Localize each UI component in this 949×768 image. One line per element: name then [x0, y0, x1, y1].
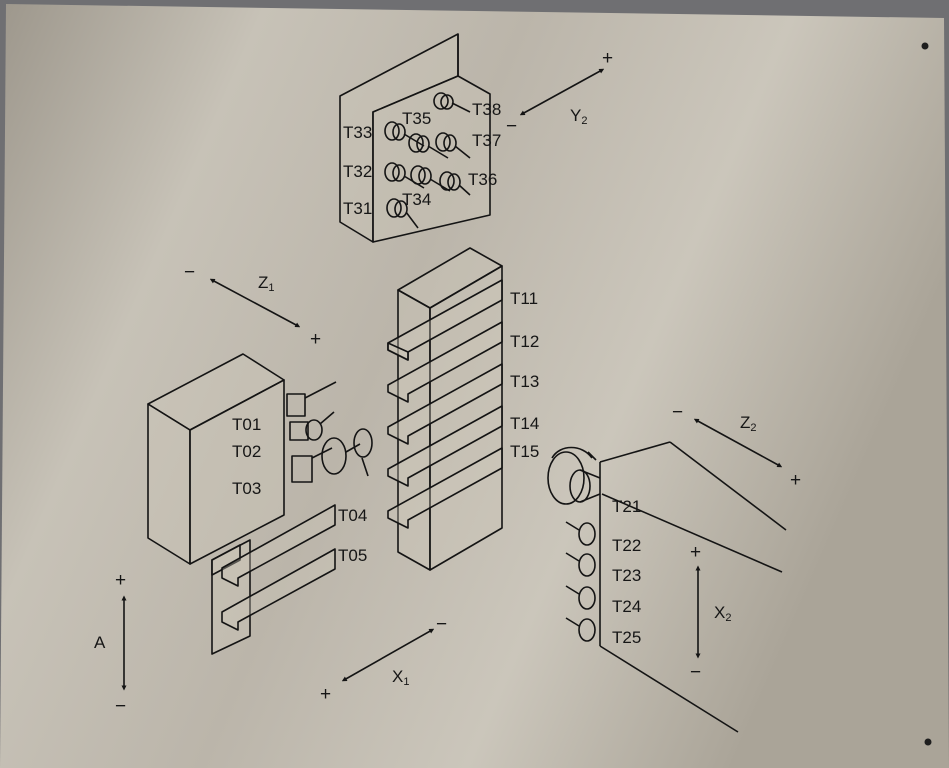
label-t01: T01 [232, 415, 261, 434]
label-t05: T05 [338, 546, 367, 565]
label-t12: T12 [510, 332, 539, 351]
center-tool-column: T11 T12 T13 T14 T15 [387, 247, 539, 571]
svg-text:Y2: Y2 [570, 106, 587, 127]
svg-text:Z2: Z2 [740, 413, 757, 434]
svg-text:X1: X1 [392, 667, 409, 688]
label-t02: T02 [232, 442, 261, 461]
label-t31: T31 [343, 199, 372, 218]
svg-text:−: − [672, 402, 683, 423]
label-t37: T37 [472, 131, 501, 150]
axis-z2: − + Z2 [672, 402, 801, 491]
svg-text:−: − [506, 116, 517, 137]
label-t13: T13 [510, 372, 539, 391]
left-tool-holders [286, 381, 373, 483]
svg-text:A: A [94, 633, 106, 652]
label-t14: T14 [510, 414, 539, 433]
label-t25: T25 [612, 628, 641, 647]
svg-text:+: + [790, 470, 801, 491]
svg-text:+: + [602, 48, 613, 69]
label-t34: T34 [402, 190, 431, 209]
mounting-hole-bottom-right [924, 738, 932, 746]
svg-text:−: − [690, 662, 701, 683]
svg-text:+: + [320, 684, 331, 705]
upper-tool-block: T38 T35 T33 T37 T32 T36 T34 T31 [339, 33, 501, 243]
svg-text:−: − [115, 696, 126, 717]
left-tool-block: T01 T02 T03 T04 T05 [147, 353, 373, 655]
label-t33: T33 [343, 123, 372, 142]
label-t04: T04 [338, 506, 367, 525]
right-tool-block: T21 T22 T23 T24 T25 [547, 441, 787, 733]
svg-text:−: − [184, 262, 195, 283]
right-tool-holders [565, 521, 596, 642]
axis-x1: − + X1 [320, 614, 447, 705]
svg-text:−: − [436, 614, 447, 635]
label-t36: T36 [468, 170, 497, 189]
upper-tool-holders [384, 92, 471, 229]
label-t24: T24 [612, 597, 641, 616]
label-t11: T11 [510, 289, 538, 308]
svg-text:+: + [690, 542, 701, 563]
label-t21: T21 [612, 497, 641, 516]
label-t35: T35 [402, 109, 431, 128]
axis-z1: − + Z1 [184, 262, 321, 350]
metal-plate [0, 4, 949, 768]
center-tool-bars [387, 279, 503, 529]
label-t32: T32 [343, 162, 372, 181]
axis-a: + − A [94, 570, 127, 717]
label-t03: T03 [232, 479, 261, 498]
mounting-hole-top-right [921, 42, 929, 50]
axis-x2: + − X2 [690, 542, 731, 683]
axis-y2: + − Y2 [506, 48, 613, 137]
svg-text:Z1: Z1 [258, 273, 275, 294]
svg-text:X2: X2 [714, 603, 731, 624]
svg-text:+: + [310, 329, 321, 350]
right-spindle [547, 446, 601, 505]
label-t38: T38 [472, 100, 501, 119]
svg-text:+: + [115, 570, 126, 591]
label-t23: T23 [612, 566, 641, 585]
label-t15: T15 [510, 442, 539, 461]
label-t22: T22 [612, 536, 641, 555]
